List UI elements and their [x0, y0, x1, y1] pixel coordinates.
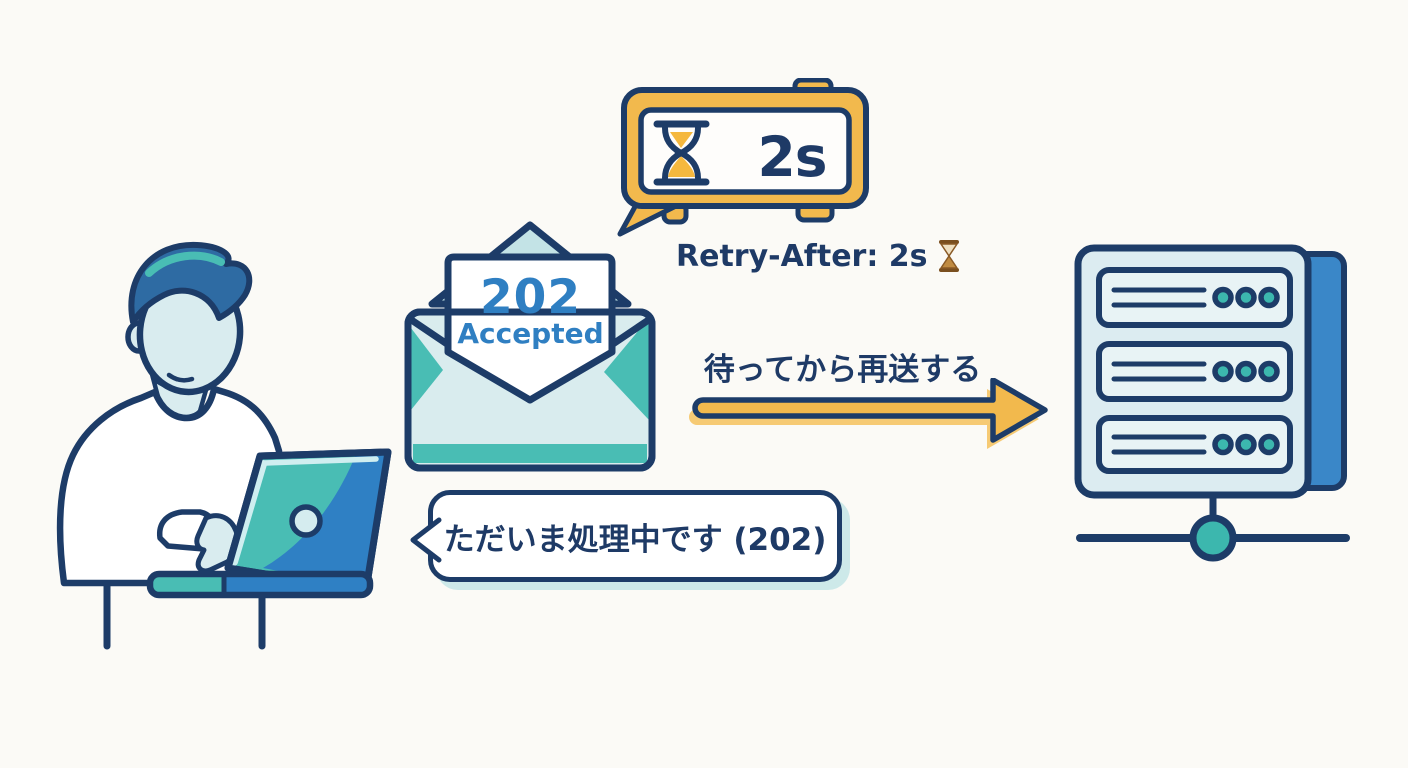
server-slot-2	[1096, 341, 1293, 402]
alarm-speech-bubble-icon	[617, 78, 869, 237]
laptop-lid	[224, 448, 392, 594]
envelope-left-fold	[411, 328, 443, 410]
retry-after-text: Retry-After: 2s	[676, 238, 928, 274]
arrow-body	[692, 378, 1048, 443]
envelope-open-icon	[404, 221, 656, 472]
envelope-bottom-strip	[413, 444, 647, 463]
processing-status-text: ただいま処理中です (202)	[443, 521, 827, 558]
retry-after-caption: Retry-After: 2s	[676, 236, 961, 276]
person-at-laptop-illustration	[56, 241, 392, 650]
status-text-accepted: Accepted	[457, 317, 604, 350]
hourglass-emoji-icon	[938, 240, 959, 272]
envelope-outline	[404, 308, 656, 472]
laptop-logo	[289, 504, 323, 538]
status-code-202: 202	[479, 270, 582, 325]
server-slot-1	[1096, 267, 1293, 328]
server-slot-3	[1096, 415, 1293, 474]
arrow-label: 待ってから再送する	[703, 352, 982, 388]
arrow-shadow	[689, 389, 1039, 449]
network-node-icon	[1076, 495, 1350, 562]
person-hair-highlight	[145, 251, 225, 277]
speech-bubble-tail	[410, 517, 442, 563]
laptop-base	[146, 570, 374, 650]
server-rack-icon	[1074, 244, 1350, 562]
hourglass-icon	[653, 120, 710, 186]
processing-speech-bubble: ただいま処理中です (202)	[410, 490, 842, 582]
timer-value: 2s	[757, 125, 827, 189]
envelope-right-fold	[604, 318, 649, 420]
arrow-right-icon	[689, 378, 1048, 449]
envelope-letter	[444, 253, 616, 404]
person-mouth	[166, 372, 195, 383]
